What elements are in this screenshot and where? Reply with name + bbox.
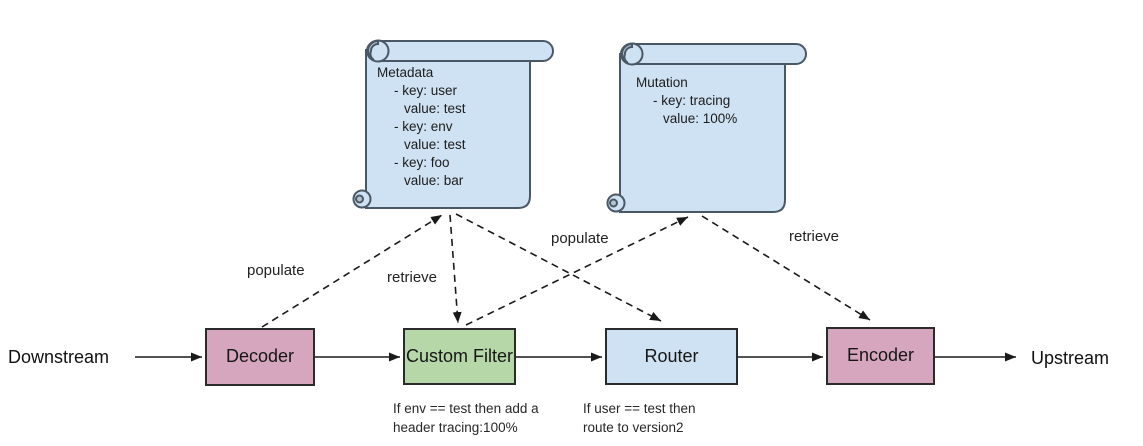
downstream-label: Downstream <box>8 347 110 367</box>
router-note: If user == test then route to version2 <box>583 399 696 437</box>
mutation-scroll-roll <box>620 43 807 65</box>
metadata-scroll-text: Metadata - key: user value: test - key: … <box>377 64 466 190</box>
mutation-scroll-text: Mutation - key: tracing value: 100% <box>636 74 737 128</box>
mutation-scroll-top-curl-spiral <box>620 42 633 64</box>
metadata-scroll-body <box>365 49 531 209</box>
custom-filter-note-line2: header tracing:100% <box>393 420 518 435</box>
metadata-line: - key: user <box>394 83 458 98</box>
metadata-title: Metadata <box>377 65 434 80</box>
custom-filter-note-line1: If env == test then add a <box>393 401 539 416</box>
dashed-edge-mutation-retrieve-encoder <box>701 215 871 321</box>
mutation-scroll-bottom-curl-shade <box>609 198 618 208</box>
dashed-edge-metadata-retrieve-custom-filter <box>449 214 462 324</box>
node-custom-filter: Custom Filter <box>403 328 516 385</box>
edge-label-retrieve-right: retrieve <box>789 228 840 245</box>
upstream-label: Upstream <box>1031 348 1110 368</box>
edge-label-populate-right: populate <box>551 230 609 247</box>
mutation-scroll-body <box>619 53 786 213</box>
edge-label-retrieve-left: retrieve <box>387 269 438 286</box>
node-encoder-label: Encoder <box>846 345 915 366</box>
node-decoder: Decoder <box>205 328 315 386</box>
mutation-line: - key: tracing <box>653 93 731 108</box>
node-decoder-label: Decoder <box>225 346 295 367</box>
metadata-line: - key: foo <box>394 155 450 170</box>
metadata-scroll-bottom-curl-shade <box>355 194 364 204</box>
dashed-edge-custom-filter-populate-mutation <box>465 216 689 326</box>
metadata-scroll-shape <box>352 39 554 209</box>
metadata-line: value: test <box>404 137 466 152</box>
metadata-line: value: test <box>404 101 466 116</box>
metadata-scroll-roll <box>366 40 554 62</box>
metadata-line: - key: env <box>394 119 453 134</box>
edge-label-populate-left: populate <box>247 262 305 279</box>
dashed-edge-metadata-to-router <box>455 213 662 322</box>
node-custom-filter-label: Custom Filter <box>405 345 513 366</box>
metadata-line: value: bar <box>404 173 464 188</box>
router-note-line2: route to version2 <box>583 420 684 435</box>
mutation-line: value: 100% <box>663 111 738 126</box>
node-router: Router <box>605 328 738 385</box>
mutation-scroll-shape <box>606 42 807 213</box>
router-note-line1: If user == test then <box>583 401 696 416</box>
custom-filter-note: If env == test then add a header tracing… <box>393 399 539 437</box>
node-router-label: Router <box>644 345 699 366</box>
mutation-title: Mutation <box>636 75 688 90</box>
metadata-scroll-top-curl-spiral <box>366 39 379 61</box>
node-encoder: Encoder <box>826 327 935 385</box>
